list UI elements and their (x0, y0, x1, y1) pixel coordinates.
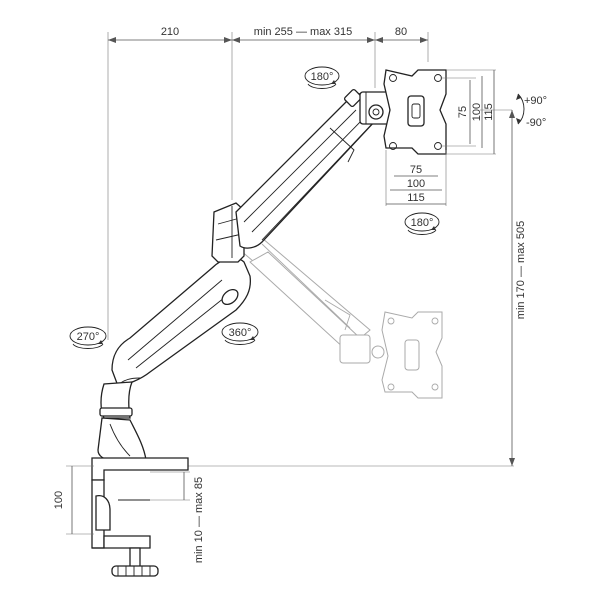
vesa-plate (383, 69, 447, 155)
dim-vesa-outer-horizontal: 100 (407, 178, 425, 190)
vesa-horizontal-dimensions (385, 150, 447, 206)
vesa-plate-ghost (381, 311, 443, 399)
vesa-vertical-dimensions (440, 69, 496, 155)
height-range-dimension (140, 109, 515, 467)
dim-head-offset: 80 (395, 26, 407, 38)
dim-vesa-outer-vertical: 100 (471, 103, 483, 121)
desk-clamp (91, 457, 189, 577)
tilt-up-label: +90° (524, 95, 547, 107)
top-dimension-lines (107, 32, 429, 340)
rotation-vesa-label: 180° (411, 217, 434, 229)
dim-vesa-max-horizontal: 115 (407, 192, 425, 204)
clamp-dimensions (66, 465, 190, 535)
base-column (97, 381, 147, 461)
dim-clamp-height: 100 (53, 491, 65, 509)
dim-vesa-max-vertical: 115 (483, 103, 495, 121)
rotation-middle-label: 360° (229, 327, 252, 339)
tilt-down-label: -90° (526, 117, 546, 129)
rotation-badge-middle (221, 322, 259, 345)
dim-vesa-inner-horizontal: 75 (410, 164, 422, 176)
dim-arm-base-width: 210 (161, 26, 179, 38)
rotation-badge-vesa (404, 212, 440, 235)
dim-vesa-inner-vertical: 75 (457, 106, 469, 118)
rotation-badge-top-arm (304, 66, 340, 89)
rotation-badge-base (69, 326, 107, 349)
arm-lower-position-ghost (239, 237, 385, 364)
upper-arm-segment (235, 88, 377, 249)
tilt-arrow-icon (516, 93, 525, 125)
lower-arm-segment (111, 257, 252, 387)
dim-height-range: min 170 — max 505 (515, 221, 527, 319)
dim-arm-mid-range: min 255 — max 315 (254, 26, 352, 38)
rotation-top-arm-label: 180° (311, 71, 334, 83)
rotation-base-label: 270° (77, 331, 100, 343)
dim-clamp-range: min 10 — max 85 (193, 477, 205, 563)
tilt-head (359, 91, 391, 125)
